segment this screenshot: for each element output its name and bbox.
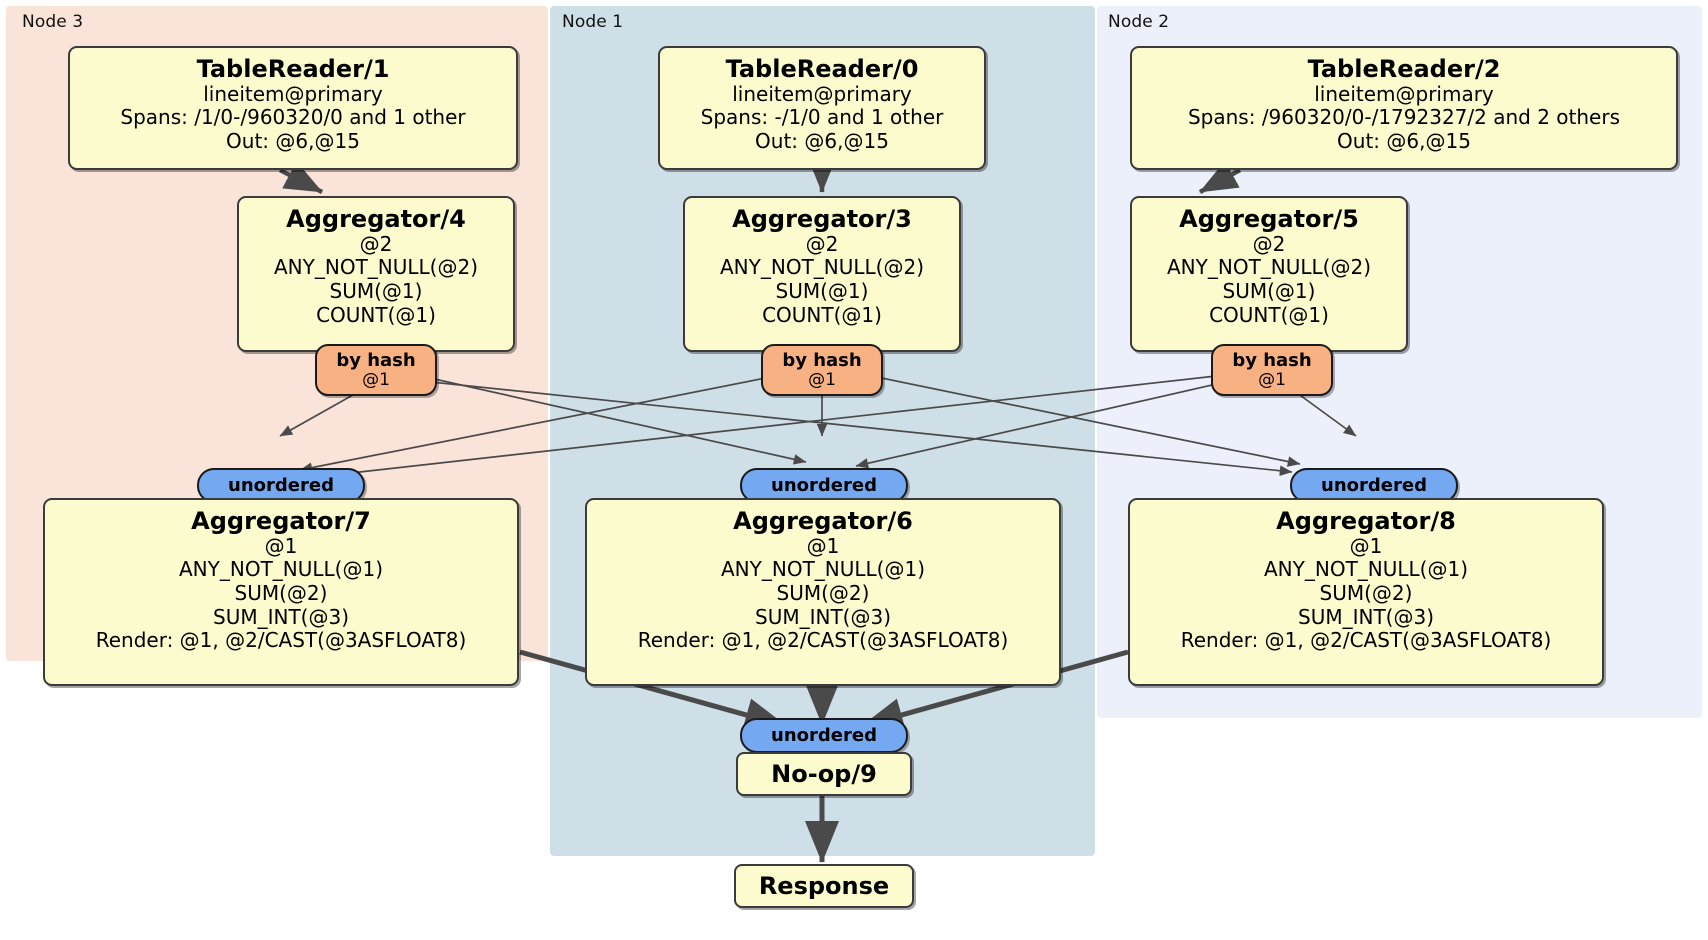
processor-detail: SUM(@1) (329, 279, 423, 304)
processor-detail: COUNT(@1) (1209, 302, 1329, 327)
processor-detail: COUNT(@1) (762, 302, 882, 327)
processor-detail: SUM_INT(@3) (755, 604, 891, 629)
processor-detail: @1 (1349, 533, 1383, 558)
router-title: by hash (336, 350, 416, 371)
processor-detail: @2 (1252, 231, 1286, 256)
synchronizer-label: unordered (1321, 475, 1427, 496)
processor-detail: SUM(@2) (234, 581, 328, 606)
processor-detail: COUNT(@1) (316, 302, 436, 327)
processor-detail: lineitem@primary (732, 81, 912, 106)
processor-response[interactable]: Response (734, 864, 914, 908)
processor-aggregator-5[interactable]: Aggregator/5 @2 ANY_NOT_NULL(@2) SUM(@1)… (1130, 196, 1408, 352)
processor-detail: ANY_NOT_NULL(@2) (274, 255, 478, 280)
processor-no-op-9[interactable]: No-op/9 (736, 752, 912, 796)
processor-detail: Render: @1, @2/CAST(@3ASFLOAT8) (95, 628, 467, 653)
unordered-synchronizer-final[interactable]: unordered (740, 718, 908, 753)
processor-detail: Out: @6,@15 (755, 129, 889, 154)
processor-detail: @1 (806, 533, 840, 558)
processor-title: TableReader/2 (1307, 55, 1501, 83)
processor-detail: Spans: -/1/0 and 1 other (700, 105, 944, 130)
hash-router-left[interactable]: by hash @1 (315, 344, 437, 396)
processor-aggregator-7[interactable]: Aggregator/7 @1 ANY_NOT_NULL(@1) SUM(@2)… (43, 498, 519, 686)
processor-detail: SUM(@2) (1319, 581, 1413, 606)
processor-detail: ANY_NOT_NULL(@1) (721, 557, 925, 582)
processor-detail: ANY_NOT_NULL(@1) (1264, 557, 1468, 582)
synchronizer-label: unordered (228, 475, 334, 496)
router-title: by hash (782, 350, 862, 371)
processor-detail: SUM_INT(@3) (213, 604, 349, 629)
processor-detail: SUM(@1) (775, 279, 869, 304)
processor-detail: Spans: /1/0-/960320/0 and 1 other (120, 105, 466, 130)
processor-table-reader-1[interactable]: TableReader/1 lineitem@primary Spans: /1… (68, 46, 518, 170)
router-title: by hash (1232, 350, 1312, 371)
hash-router-right[interactable]: by hash @1 (1211, 344, 1333, 396)
processor-title: Aggregator/6 (733, 507, 913, 535)
processor-title: TableReader/0 (725, 55, 919, 83)
processor-detail: ANY_NOT_NULL(@1) (179, 557, 383, 582)
processor-title: Aggregator/5 (1179, 205, 1359, 233)
processor-detail: SUM_INT(@3) (1298, 604, 1434, 629)
processor-detail: Out: @6,@15 (226, 129, 360, 154)
processor-detail: @2 (359, 231, 393, 256)
processor-aggregator-6[interactable]: Aggregator/6 @1 ANY_NOT_NULL(@1) SUM(@2)… (585, 498, 1061, 686)
processor-aggregator-4[interactable]: Aggregator/4 @2 ANY_NOT_NULL(@2) SUM(@1)… (237, 196, 515, 352)
processor-detail: Render: @1, @2/CAST(@3ASFLOAT8) (637, 628, 1009, 653)
processor-detail: ANY_NOT_NULL(@2) (1167, 255, 1371, 280)
processor-aggregator-8[interactable]: Aggregator/8 @1 ANY_NOT_NULL(@1) SUM(@2)… (1128, 498, 1604, 686)
node-1-label: Node 1 (562, 12, 624, 32)
synchronizer-label: unordered (771, 725, 877, 746)
hash-router-center[interactable]: by hash @1 (761, 344, 883, 396)
node-2-label: Node 2 (1108, 12, 1170, 32)
processor-title: Aggregator/3 (732, 205, 912, 233)
synchronizer-label: unordered (771, 475, 877, 496)
processor-aggregator-3[interactable]: Aggregator/3 @2 ANY_NOT_NULL(@2) SUM(@1)… (683, 196, 961, 352)
processor-title: Aggregator/8 (1276, 507, 1456, 535)
router-column: @1 (362, 369, 390, 390)
processor-detail: lineitem@primary (1314, 81, 1494, 106)
node-3-label: Node 3 (22, 12, 84, 32)
processor-detail: lineitem@primary (203, 81, 383, 106)
processor-detail: SUM(@1) (1222, 279, 1316, 304)
processor-detail: SUM(@2) (776, 581, 870, 606)
processor-detail: Spans: /960320/0-/1792327/2 and 2 others (1187, 105, 1620, 130)
processor-title: Aggregator/4 (286, 205, 466, 233)
processor-detail: @1 (264, 533, 298, 558)
processor-table-reader-2[interactable]: TableReader/2 lineitem@primary Spans: /9… (1130, 46, 1678, 170)
processor-detail: Out: @6,@15 (1337, 129, 1471, 154)
processor-table-reader-0[interactable]: TableReader/0 lineitem@primary Spans: -/… (658, 46, 986, 170)
processor-detail: @2 (805, 231, 839, 256)
router-column: @1 (1258, 369, 1286, 390)
processor-detail: ANY_NOT_NULL(@2) (720, 255, 924, 280)
router-column: @1 (808, 369, 836, 390)
processor-title: Aggregator/7 (191, 507, 371, 535)
processor-title: TableReader/1 (196, 55, 390, 83)
processor-detail: Render: @1, @2/CAST(@3ASFLOAT8) (1180, 628, 1552, 653)
